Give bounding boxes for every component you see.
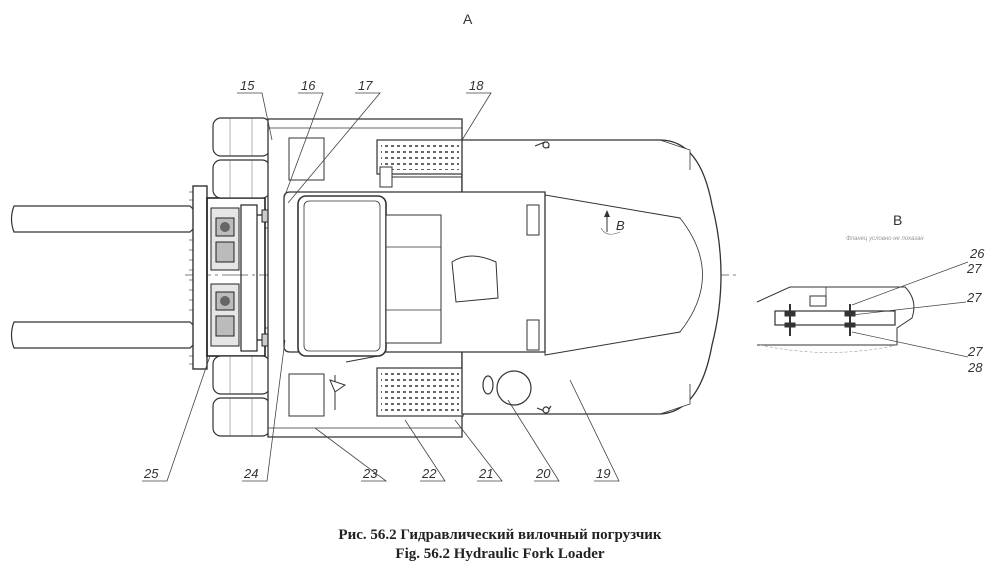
detail-label-27c: 27: [967, 344, 983, 359]
forks: [10, 205, 197, 349]
detail-label-27b: 27: [966, 290, 982, 305]
upper-fork: [10, 205, 197, 233]
leader-lines: [142, 92, 620, 482]
callout-19: 19: [596, 466, 610, 481]
callout-16: 16: [301, 78, 316, 93]
direction-marker: B: [600, 210, 625, 235]
lower-step-plate: [376, 367, 464, 417]
steering-lever: [329, 355, 379, 410]
detail-label-27a: 27: [966, 261, 982, 276]
detail-note: Фланец условно не показан: [846, 236, 924, 242]
upper-step-plate: [376, 139, 464, 175]
lower-fork: [10, 321, 197, 349]
mast-assembly: [206, 197, 290, 357]
direction-marker-label: B: [616, 218, 625, 233]
callout-21: 21: [478, 466, 493, 481]
driver-cabin: [283, 191, 546, 357]
callout-18: 18: [469, 78, 484, 93]
detail-label-28: 28: [967, 360, 983, 375]
callout-15: 15: [240, 78, 255, 93]
view-label: A: [463, 11, 473, 27]
callout-23: 23: [362, 466, 378, 481]
forklift-top-view-drawing: A: [10, 11, 985, 482]
detail-view-b: B Фланец условно не показан 26 27 27 27 …: [756, 212, 985, 375]
round-components: [482, 141, 552, 414]
detail-label-26: 26: [969, 246, 985, 261]
callout-22: 22: [421, 466, 437, 481]
caption-english: Fig. 56.2 Hydraulic Fork Loader: [395, 546, 605, 562]
front-wheels: [212, 117, 271, 437]
detail-title: B: [893, 212, 902, 228]
callout-labels: 15 16 17 18 25 24 23 22 21 20 19: [143, 78, 610, 481]
callout-25: 25: [143, 466, 159, 481]
caption-russian: Рис. 56.2 Гидравлический вилочный погруз…: [338, 527, 662, 543]
callout-20: 20: [535, 466, 551, 481]
callout-17: 17: [358, 78, 373, 93]
callout-24: 24: [243, 466, 258, 481]
